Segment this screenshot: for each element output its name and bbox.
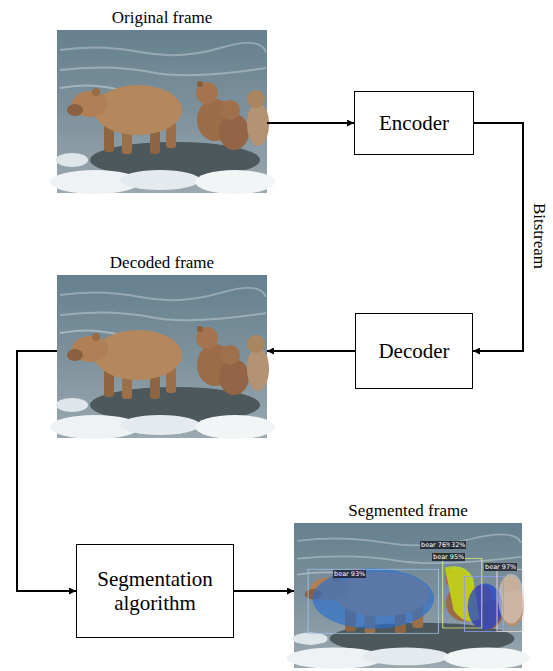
- bbox: [443, 559, 482, 628]
- box-label: Decoder: [378, 339, 449, 363]
- detection-tag: bear 76%: [420, 541, 453, 549]
- detection-tag: bear 95%: [432, 553, 465, 561]
- box-label: Encoder: [379, 111, 449, 135]
- segmented-photo: [286, 523, 530, 669]
- mask-blue: [312, 568, 434, 628]
- original-photo: [50, 30, 275, 194]
- image-frame: Segmented frame bear 93% bear 76%32% bear 9…: [294, 498, 522, 668]
- detection-tag: 32%: [450, 541, 466, 549]
- edge-label: Bitstream: [529, 201, 549, 271]
- detection-tag: bear 97%: [484, 563, 517, 571]
- frame-title: Segmented frame: [294, 498, 522, 523]
- frame-title: Decoded frame: [57, 250, 267, 275]
- flow-arrow: [17, 351, 76, 591]
- bbox: [308, 569, 438, 633]
- flow-arrow: [267, 122, 354, 124]
- image-frame: Decoded frame: [57, 250, 267, 434]
- process-box: Encoder: [354, 91, 474, 155]
- process-box: Decoder: [355, 313, 473, 389]
- segmented-photo-base: [286, 523, 530, 669]
- box-label: Segmentation algorithm: [87, 567, 223, 615]
- bbox: [497, 569, 523, 631]
- frame-title: Original frame: [57, 5, 267, 30]
- flow-arrow: [267, 350, 355, 352]
- mask-pale: [498, 574, 524, 624]
- image-frame: Original frame: [57, 5, 267, 193]
- flow-arrow: [473, 123, 523, 351]
- decoded-photo: [50, 275, 275, 439]
- process-box: Segmentation algorithm: [76, 544, 234, 638]
- detection-tag: bear 93%: [333, 570, 366, 578]
- flow-arrow: [234, 590, 294, 592]
- bbox: [464, 576, 503, 631]
